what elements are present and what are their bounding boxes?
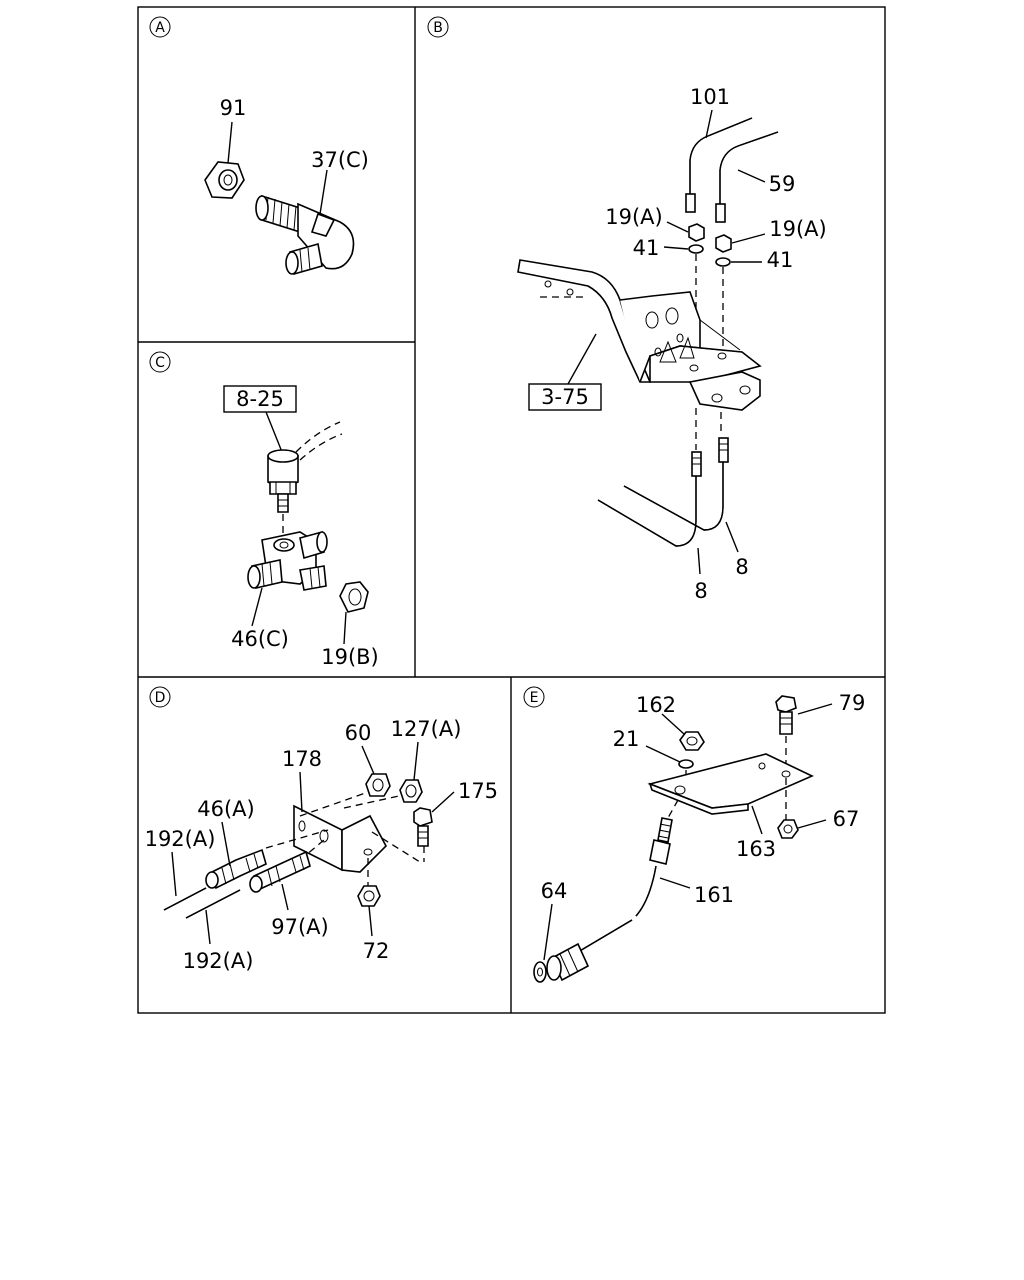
- hex-nut-icon: [357, 885, 381, 907]
- brake-pipe-upper-icon: [685, 117, 779, 223]
- section-e-marker: E: [523, 686, 545, 708]
- label-46c: 46(C): [231, 627, 289, 651]
- label-37c: 37(C): [311, 148, 369, 172]
- label-101: 101: [690, 85, 730, 109]
- flare-nut-icon: [339, 581, 369, 613]
- section-c-marker: C: [149, 351, 171, 373]
- diagram-frame: [137, 6, 886, 1014]
- lock-washer-icon: [688, 244, 731, 267]
- bolt-icon: [775, 695, 797, 735]
- hex-nut-icon: [679, 731, 705, 751]
- hex-nut-icon: [777, 819, 799, 839]
- label-91: 91: [220, 96, 247, 120]
- label-192a-upper: 192(A): [145, 827, 216, 851]
- boxed-ref-3-75: 3-75: [528, 383, 602, 411]
- svg-text:3-75: 3-75: [541, 385, 589, 409]
- label-64: 64: [541, 879, 568, 903]
- mounting-bracket-icon: [293, 804, 387, 873]
- label-8-front: 8: [694, 579, 707, 603]
- hose-bracket-icon: [647, 753, 814, 815]
- section-b: B 101 59 19(A) 19(A) 41 41: [427, 16, 827, 603]
- svg-text:D: D: [155, 690, 166, 706]
- brake-pipe-icon: [163, 887, 241, 919]
- section-d: D 178 60 127(A): [145, 686, 498, 973]
- pressure-switch-icon: [267, 449, 299, 513]
- section-d-marker: D: [149, 686, 171, 708]
- section-e: E 162 21 79: [523, 686, 866, 983]
- copper-washer-icon: [533, 961, 547, 983]
- section-b-marker: B: [427, 16, 449, 38]
- svg-text:8-25: 8-25: [236, 387, 284, 411]
- flare-nut-icon: [688, 223, 732, 253]
- section-a: A 91 37(C): [149, 16, 369, 276]
- svg-text:C: C: [155, 355, 165, 371]
- svg-text:A: A: [155, 20, 165, 36]
- hex-nut-icon: [365, 773, 391, 797]
- label-60: 60: [345, 721, 372, 745]
- label-163: 163: [736, 837, 776, 861]
- brake-hose-icon: [546, 817, 673, 982]
- pipe-bracket-icon: [517, 259, 762, 411]
- label-46a: 46(A): [197, 797, 254, 821]
- label-41-left: 41: [633, 236, 660, 260]
- bolt-icon: [413, 807, 433, 847]
- label-161: 161: [694, 883, 734, 907]
- label-67: 67: [833, 807, 860, 831]
- brake-pipe-lower-icon: [597, 437, 729, 547]
- label-72: 72: [363, 939, 390, 963]
- label-178: 178: [282, 747, 322, 771]
- label-175: 175: [458, 779, 498, 803]
- label-162: 162: [636, 693, 676, 717]
- label-19a-left: 19(A): [605, 205, 662, 229]
- hex-nut-icon: [399, 779, 423, 803]
- label-21: 21: [613, 727, 640, 751]
- label-19a-right: 19(A): [769, 217, 826, 241]
- section-a-marker: A: [149, 16, 171, 38]
- hex-nut-icon: [204, 161, 245, 199]
- label-19b: 19(B): [321, 645, 379, 669]
- svg-text:E: E: [530, 690, 539, 706]
- boxed-ref-8-25: 8-25: [223, 385, 297, 413]
- section-c: C 8-25: [149, 351, 379, 669]
- banjo-fitting-icon: [255, 194, 355, 276]
- label-192a-lower: 192(A): [183, 949, 254, 973]
- label-59: 59: [769, 172, 796, 196]
- svg-text:B: B: [433, 20, 443, 36]
- label-41-right: 41: [767, 248, 794, 272]
- label-8-rear: 8: [735, 555, 748, 579]
- lock-washer-icon: [678, 759, 694, 769]
- tee-fitting-icon: [247, 530, 328, 591]
- label-97a: 97(A): [271, 915, 328, 939]
- label-79: 79: [839, 691, 866, 715]
- label-127a: 127(A): [391, 717, 462, 741]
- pipe-union-icon: [205, 848, 311, 893]
